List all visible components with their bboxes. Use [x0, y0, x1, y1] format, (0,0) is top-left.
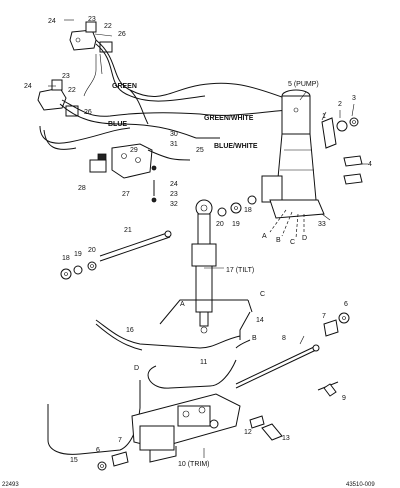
- callout-22-a: 22: [104, 23, 112, 30]
- callout-20-b: 20: [88, 247, 96, 254]
- callout-12: 12: [244, 429, 252, 436]
- callout-33: 33: [318, 221, 326, 228]
- callout-8: 8: [282, 335, 286, 342]
- fittings-6-7: [323, 312, 350, 337]
- port-letter-d-line: D: [134, 365, 139, 372]
- port-letter-a-line: A: [180, 301, 185, 308]
- callout-1: 1: [322, 113, 326, 120]
- port-letter-b-pump: B: [276, 237, 281, 244]
- callout-14: 14: [256, 317, 264, 324]
- callout-6-a: 6: [344, 301, 348, 308]
- port-letter-d-pump: D: [302, 235, 307, 242]
- callout-30: 30: [170, 131, 178, 138]
- left-washers: [60, 261, 97, 280]
- callout-22-b: 22: [68, 87, 76, 94]
- relay-middle: [37, 79, 79, 117]
- callout-26-b: 26: [84, 109, 92, 116]
- pump-mount-bolts: [321, 117, 363, 185]
- callout-5-pump: 5 (PUMP): [288, 81, 319, 88]
- callout-13: 13: [282, 435, 290, 442]
- callout-26-c: 29: [130, 147, 138, 154]
- long-rod-8: [235, 344, 320, 389]
- callout-4: 4: [368, 161, 372, 168]
- callout-16: 16: [126, 327, 134, 334]
- callout-23-b: 23: [62, 73, 70, 80]
- tilt-cylinder: [191, 199, 217, 334]
- callout-18-a: 18: [244, 207, 252, 214]
- wire-label-green-white: GREEN/WHITE: [204, 115, 254, 122]
- relay-bracket-27: [89, 143, 153, 179]
- callout-6-b: 6: [96, 447, 100, 454]
- pump-ports: [269, 209, 305, 239]
- callout-21: 21: [124, 227, 132, 234]
- relay-top: [69, 21, 113, 53]
- callout-23-c: 23: [170, 191, 178, 198]
- callout-11: 11: [200, 359, 207, 366]
- callout-15: 15: [70, 457, 78, 464]
- callout-23-a: 23: [88, 16, 96, 23]
- callout-19-b: 19: [74, 251, 82, 258]
- callout-25: 25: [196, 147, 204, 154]
- port-letter-a-pump: A: [262, 233, 267, 240]
- port-letter-c-pump: C: [290, 239, 295, 246]
- leader-lines: [48, 19, 368, 458]
- callout-7-b: 7: [118, 437, 122, 444]
- callout-2: 2: [338, 101, 342, 108]
- callout-31: 31: [170, 141, 178, 148]
- callout-24-c: 24: [170, 181, 178, 188]
- pump-motor: [261, 89, 325, 219]
- wire-label-green: GREEN: [112, 83, 137, 90]
- right-washers: [217, 195, 257, 217]
- callout-18-b: 18: [62, 255, 70, 262]
- wiring-harness: [39, 39, 291, 161]
- callout-24-b: 24: [24, 83, 32, 90]
- callout-32: 32: [170, 201, 178, 208]
- footer-left-code: 22493: [2, 482, 19, 488]
- pivot-shaft-21: [99, 230, 172, 262]
- callout-3: 3: [352, 95, 356, 102]
- port-letter-b-line: B: [252, 335, 257, 342]
- wire-label-blue-white: BLUE/WHITE: [214, 143, 258, 150]
- callout-10-trim: 10 (TRIM): [178, 461, 210, 468]
- trim-cylinder: [131, 393, 241, 463]
- callout-28: 28: [78, 185, 86, 192]
- callout-20-a: 20: [216, 221, 224, 228]
- callout-9: 9: [342, 395, 346, 402]
- callout-27: 27: [122, 191, 130, 198]
- port-letter-c-line: C: [260, 291, 265, 298]
- bolts-23-24: [151, 165, 157, 203]
- callout-7-a: 7: [322, 313, 326, 320]
- wire-label-blue: BLUE: [108, 121, 127, 128]
- callout-19-a: 19: [232, 221, 240, 228]
- pin-9: [317, 381, 339, 397]
- callout-24-a: 24: [48, 18, 56, 25]
- footer-right-code: 43510-009: [346, 482, 375, 488]
- bottom-fittings: [97, 415, 283, 471]
- callout-17-tilt: 17 (TILT): [226, 267, 254, 274]
- callout-26-a: 26: [118, 31, 126, 38]
